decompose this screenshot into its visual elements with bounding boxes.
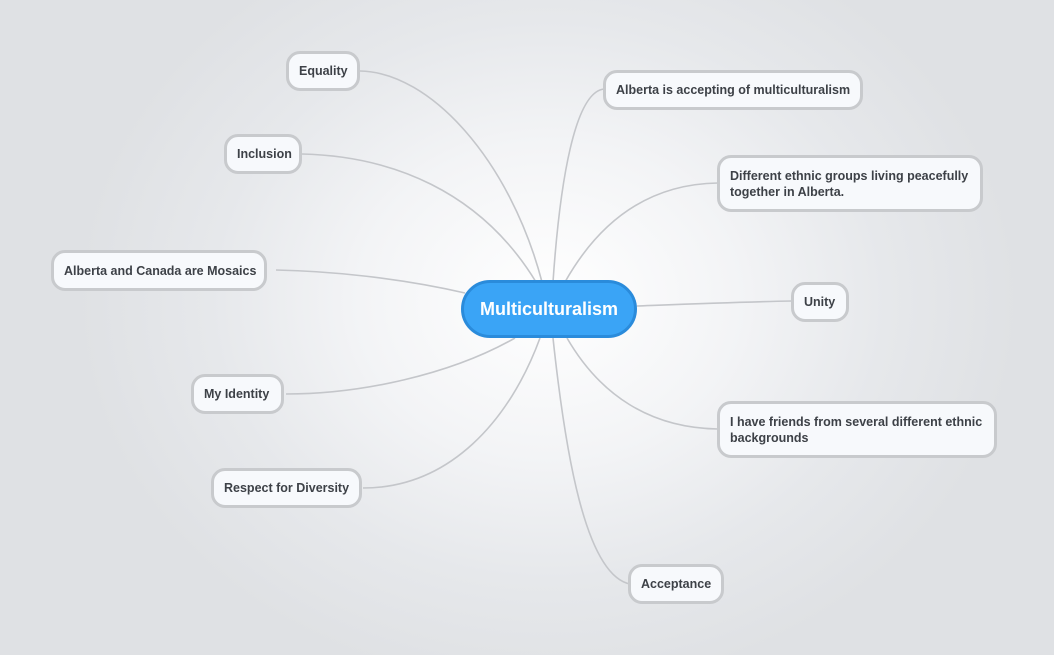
topic-different-ethnic-groups[interactable]: Different ethnic groups living peacefull… xyxy=(717,155,983,212)
topic-inclusion[interactable]: Inclusion xyxy=(224,134,302,174)
connector-equality xyxy=(359,70,543,283)
topic-respect-for-diversity[interactable]: Respect for Diversity xyxy=(211,468,362,508)
topic-acceptance[interactable]: Acceptance xyxy=(628,564,724,604)
topic-my-identity[interactable]: My Identity xyxy=(191,374,284,414)
connector-respect-for-diversity xyxy=(362,337,541,489)
topic-equality[interactable]: Equality xyxy=(286,51,360,91)
central-topic[interactable]: Multiculturalism xyxy=(461,280,637,338)
topic-unity[interactable]: Unity xyxy=(791,282,849,322)
connector-my-identity xyxy=(285,337,516,395)
connector-mosaics xyxy=(275,269,466,294)
topic-alberta-is-accepting-of-multiculturalism[interactable]: Alberta is accepting of multiculturalism xyxy=(603,70,863,110)
connector-alberta-accepting xyxy=(552,88,605,283)
topic-alberta-and-canada-are-mosaics[interactable]: Alberta and Canada are Mosaics xyxy=(51,250,267,291)
connector-friends xyxy=(566,337,719,430)
connector-inclusion xyxy=(301,153,537,283)
connector-unity xyxy=(636,300,793,307)
topic-friends-from-different-backgrounds[interactable]: I have friends from several different et… xyxy=(717,401,997,458)
connector-acceptance xyxy=(552,337,631,585)
connector-ethnic-groups xyxy=(564,182,719,283)
